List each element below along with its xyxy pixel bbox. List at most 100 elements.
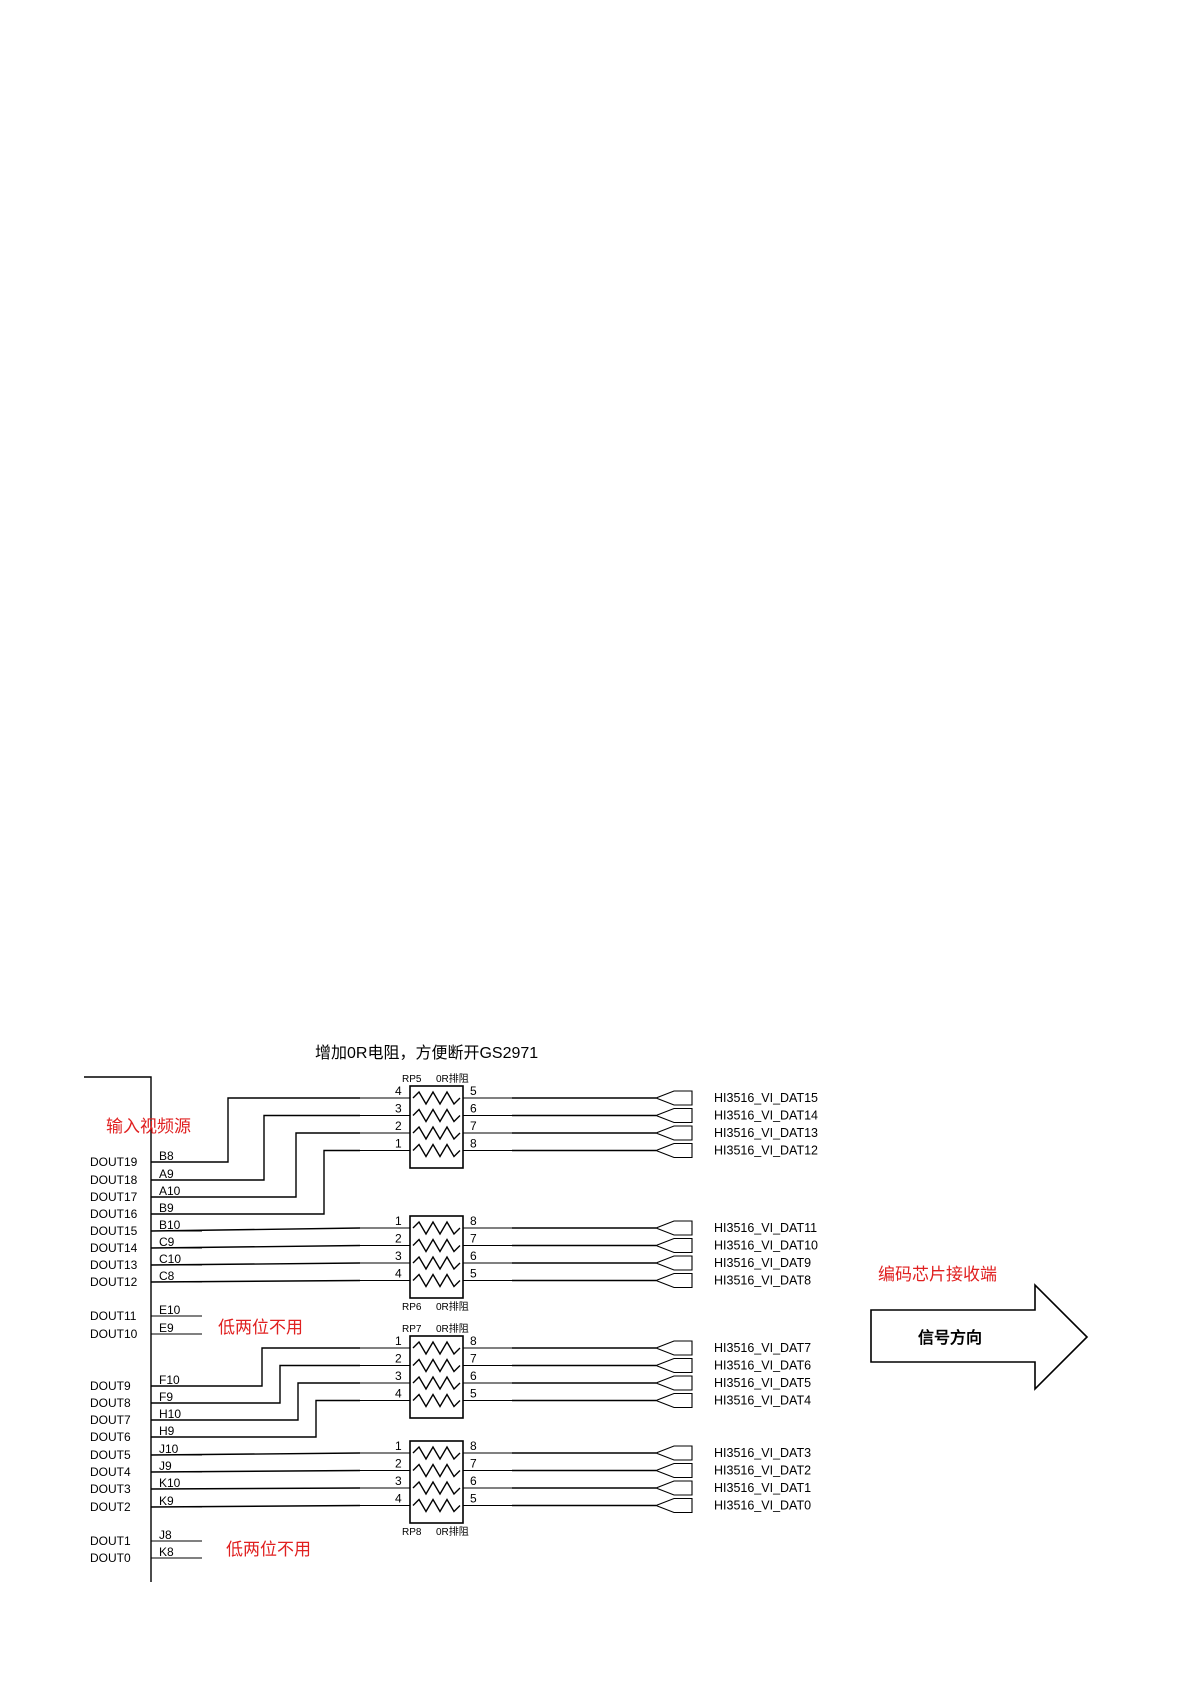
note-unused-bits-2: 低两位不用 [226,1540,311,1559]
net-label: HI3516_VI_DAT12 [714,1144,818,1158]
source-pin-signal: DOUT19 [90,1155,138,1169]
source-pin-ball: J10 [159,1442,179,1456]
net-wire-straight [150,1469,361,1473]
resistor-element [412,1125,461,1141]
source-pin-ball: B8 [159,1149,174,1163]
net-wire-straight [150,1244,361,1249]
net-port-symbol [654,1255,693,1271]
signal-direction-arrow: 信号方向 [870,1283,1089,1391]
resistor-element [412,1393,461,1408]
resistor-pack-ref: RP6 [402,1302,422,1313]
net-wire-jog [151,1114,360,1181]
pin-number-left: 3 [395,1369,402,1383]
source-pin-signal: DOUT15 [90,1224,138,1238]
net-port-symbol [654,1375,693,1391]
source-pin-signal: DOUT9 [90,1379,131,1393]
net-port-symbol [654,1340,693,1356]
net-wire-straight [150,1227,361,1232]
source-pin-ball: H9 [159,1424,175,1438]
net-label: HI3516_VI_DAT14 [714,1109,818,1123]
source-pin-signal: DOUT13 [90,1258,138,1272]
net-label: HI3516_VI_DAT4 [714,1394,811,1408]
net-wire-jog [151,1382,360,1421]
source-pin-signal: DOUT6 [90,1430,131,1444]
source-pin-ball: K9 [159,1494,174,1508]
note-unused-bits-1: 低两位不用 [218,1318,303,1337]
source-pin-ball: C10 [159,1252,181,1266]
resistor-element [412,1480,461,1496]
resistor-pack-value: 0R排阻 [436,1300,469,1313]
source-pin-ball: J9 [159,1459,172,1473]
net-wire-straight [150,1262,361,1266]
pin-number-right: 7 [470,1352,477,1366]
source-pin-ball: B10 [159,1218,181,1232]
source-pin-ball: F10 [159,1373,180,1387]
pin-number-right: 8 [470,1214,477,1228]
source-chip-outline [84,1076,152,1582]
net-label: HI3516_VI_DAT9 [714,1256,811,1270]
pin-number-left: 3 [395,1249,402,1263]
net-label: HI3516_VI_DAT13 [714,1126,818,1140]
source-pin-ball: E9 [159,1321,174,1335]
net-wire-jog [151,1097,360,1163]
net-port-symbol [654,1107,693,1124]
source-pin-signal: DOUT5 [90,1448,131,1462]
pin-number-left: 3 [395,1102,402,1116]
source-pin-signal: DOUT14 [90,1241,138,1255]
source-pin-signal: DOUT0 [90,1551,131,1565]
source-pin-signal: DOUT16 [90,1207,138,1221]
pin-number-left: 4 [395,1492,402,1506]
resistor-element [412,1463,461,1478]
pin-number-right: 5 [470,1084,477,1098]
net-port-symbol [654,1237,693,1254]
pin-number-right: 8 [470,1439,477,1453]
pin-number-right: 7 [470,1232,477,1246]
pin-number-left: 1 [395,1439,402,1453]
source-pin-ball: B9 [159,1201,174,1215]
pin-number-left: 4 [395,1084,402,1098]
net-port-symbol [654,1480,693,1496]
net-label: HI3516_VI_DAT5 [714,1376,811,1390]
net-wire-jog [151,1364,360,1404]
pin-number-right: 6 [470,1249,477,1263]
pin-number-left: 4 [395,1267,402,1281]
net-label: HI3516_VI_DAT11 [714,1221,817,1235]
pin-number-right: 5 [470,1492,477,1506]
resistor-element [412,1255,461,1271]
source-pin-signal: DOUT12 [90,1275,138,1289]
pin-number-right: 7 [470,1457,477,1471]
source-pin-signal: DOUT17 [90,1190,138,1204]
resistor-element [412,1143,461,1158]
resistor-pack-value: 0R排阻 [436,1072,469,1085]
resistor-element [412,1108,461,1123]
source-pin-signal: DOUT8 [90,1396,131,1410]
resistor-element [412,1445,461,1461]
pin-number-right: 5 [470,1387,477,1401]
net-label: HI3516_VI_DAT2 [714,1464,811,1478]
net-port-symbol [654,1357,693,1374]
resistor-element [412,1090,461,1106]
net-label: HI3516_VI_DAT15 [714,1091,818,1105]
net-label: HI3516_VI_DAT1 [714,1481,811,1495]
net-wire-straight [150,1279,361,1283]
source-pin-signal: DOUT10 [90,1327,138,1341]
net-wire-jog [151,1149,360,1215]
source-pin-signal: DOUT3 [90,1482,131,1496]
net-wire-straight [150,1504,361,1508]
source-pin-signal: DOUT2 [90,1500,131,1514]
source-pin-ball: C9 [159,1235,175,1249]
pin-number-left: 1 [395,1334,402,1348]
source-pin-ball: C8 [159,1269,175,1283]
net-wire-straight [150,1487,361,1490]
resistor-pack-ref: RP7 [402,1324,422,1335]
arrow-shape [870,1283,1089,1391]
resistor-element [412,1273,461,1288]
resistor-element [412,1220,461,1236]
source-pin-ball: H10 [159,1407,181,1421]
pin-number-left: 2 [395,1457,402,1471]
source-pin-ball: A9 [159,1167,174,1181]
net-wire-jog [151,1132,360,1198]
